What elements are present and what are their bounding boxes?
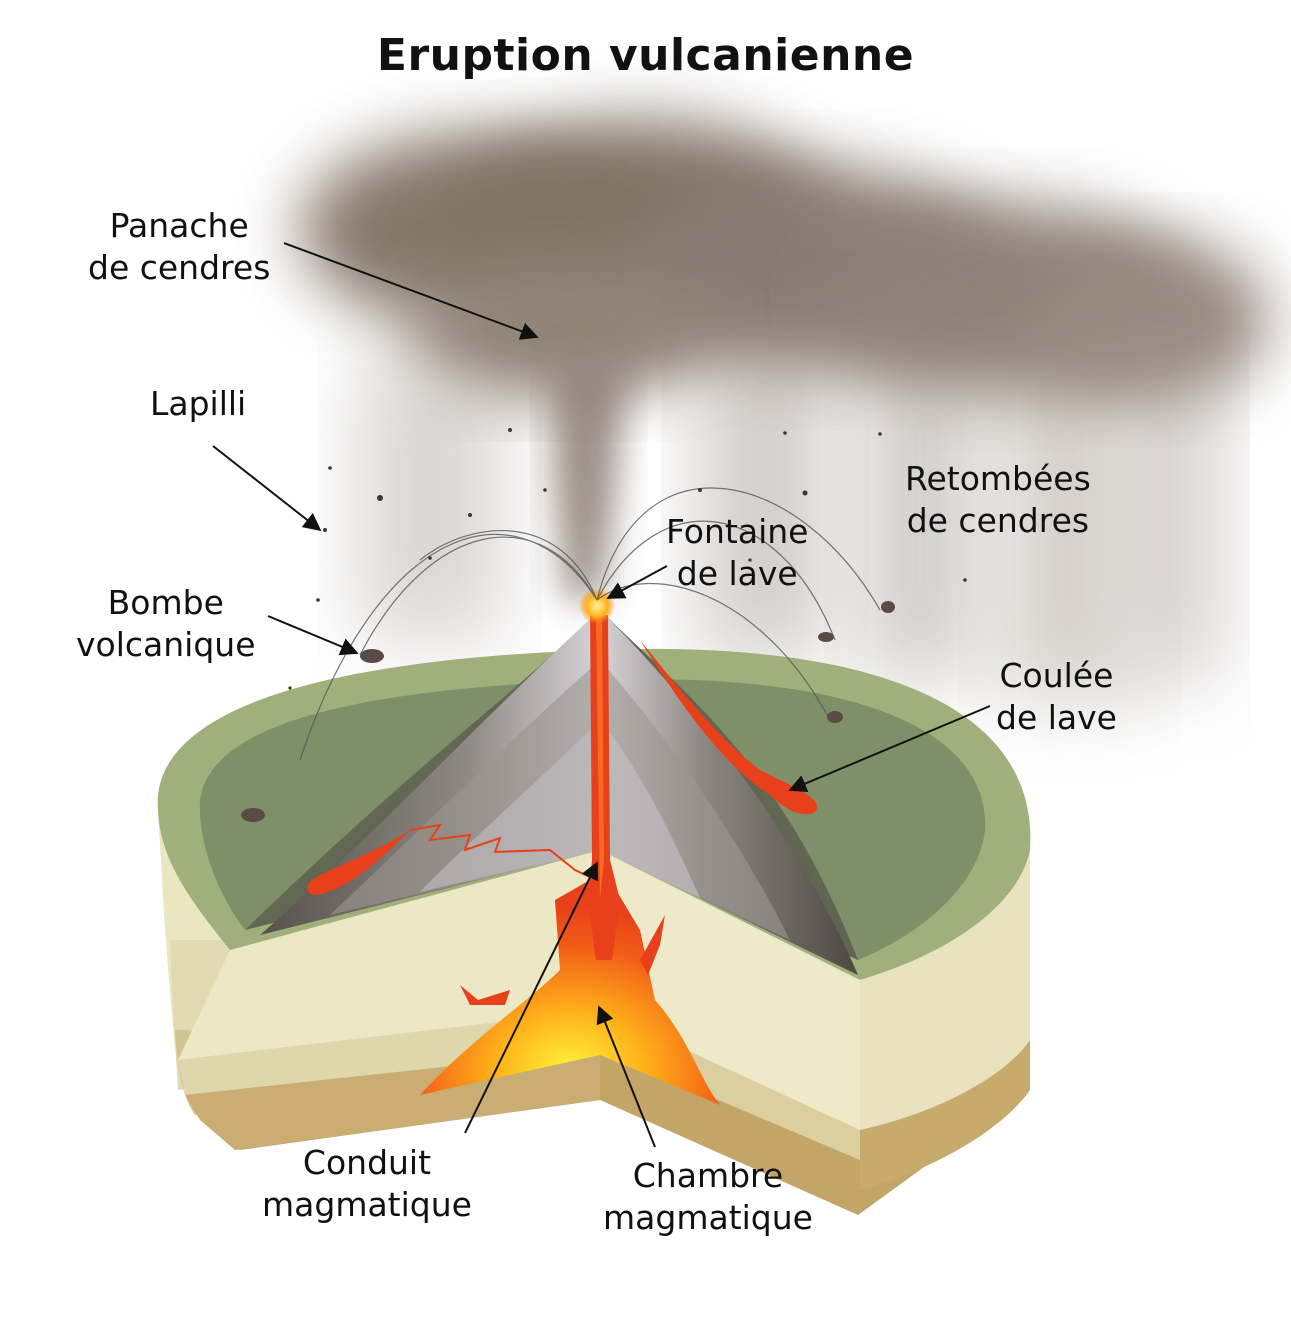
label-lapilli: Lapilli [150, 383, 246, 425]
lapilli [288, 428, 967, 690]
volcanic-bombs [241, 601, 895, 822]
label-bombe: Bombe volcanique [76, 582, 256, 666]
arrow-panache [283, 242, 539, 340]
label-panache-line1: Panache [109, 206, 249, 245]
label-lapilli-line1: Lapilli [150, 384, 247, 423]
label-fontaine: Fontaine de lave [666, 511, 808, 595]
arrow-coulee [788, 705, 991, 793]
arrow-chambre [596, 1005, 656, 1148]
label-retombees: Retombées de cendres [905, 458, 1091, 542]
label-bombe-line1: Bombe [107, 583, 224, 622]
lava-flows [307, 640, 818, 895]
label-fontaine-line1: Fontaine [666, 512, 809, 551]
label-chambre-line1: Chambre [632, 1156, 784, 1195]
vent-glow [579, 588, 615, 624]
label-fontaine-line2: de lave [676, 554, 798, 593]
label-coulee: Coulée de lave [996, 655, 1117, 739]
label-bombe-line2: volcanique [76, 625, 256, 664]
label-retombees-line1: Retombées [905, 459, 1091, 498]
annotation-arrows [212, 242, 991, 1148]
volcano-cone [245, 610, 858, 975]
label-chambre-line2: magmatique [603, 1198, 813, 1237]
arrow-conduit [464, 861, 598, 1134]
ash-fall [360, 330, 1220, 700]
label-conduit-line2: magmatique [262, 1185, 472, 1224]
arrow-fontaine [606, 565, 668, 599]
arrow-lapilli [212, 445, 322, 532]
label-conduit: Conduit magmatique [262, 1142, 472, 1226]
diagram-title: Eruption vulcanienne [376, 30, 915, 81]
label-conduit-line1: Conduit [302, 1143, 432, 1182]
arrow-bombe [267, 615, 359, 656]
label-coulee-line2: de lave [996, 698, 1117, 737]
label-retombees-line2: de cendres [906, 501, 1090, 540]
label-panache-line2: de cendres [88, 248, 271, 287]
label-coulee-line1: Coulée [999, 656, 1114, 695]
label-chambre: Chambre magmatique [603, 1155, 813, 1239]
label-panache: Panache de cendres [88, 205, 270, 289]
magma-chamber [420, 870, 720, 1105]
